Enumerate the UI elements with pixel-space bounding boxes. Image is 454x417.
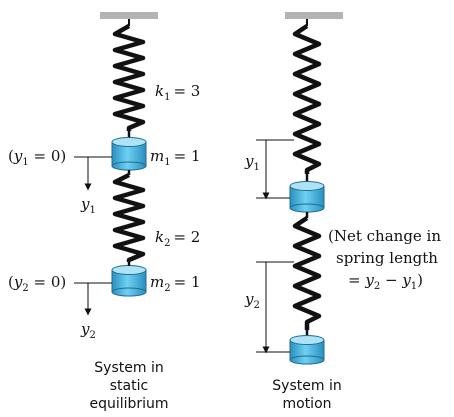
right-mass-2 — [289, 335, 325, 365]
k2-label: k2= 2 — [155, 228, 200, 249]
net-change-line-1: (Net change in — [328, 227, 441, 245]
right-caption-line-1: System in — [272, 378, 341, 394]
right-y1-label: y1 — [244, 152, 260, 173]
left-ceiling — [100, 12, 158, 19]
k1-label: k1= 3 — [155, 82, 200, 103]
m1-label: m1= 1 — [150, 147, 201, 168]
net-change-equation: = y2 − y1) — [348, 271, 423, 292]
right-spring-1 — [292, 24, 322, 174]
left-caption-line-2: static — [110, 378, 148, 394]
net-change-line-2: spring length — [336, 249, 438, 267]
left-mass-1 — [111, 137, 147, 171]
right-y2-label: y2 — [244, 290, 260, 311]
right-spring-2 — [292, 216, 322, 330]
right-ceiling — [285, 12, 343, 19]
right-mass-1 — [289, 181, 325, 213]
m2-label: m2= 1 — [150, 273, 201, 294]
right-caption-line-2: motion — [282, 396, 331, 412]
left-caption-line-1: System in — [94, 360, 163, 376]
y2-direction-label: y2 — [80, 320, 96, 341]
y1-equilibrium-label: (y1 = 0) — [8, 147, 66, 168]
y2-equilibrium-label: (y2 = 0) — [8, 273, 66, 294]
left-spring-1 — [112, 24, 146, 131]
left-mass-2 — [111, 265, 147, 297]
y1-direction-label: y1 — [80, 195, 96, 216]
left-spring-2 — [112, 172, 146, 263]
left-caption-line-3: equilibrium — [89, 396, 168, 412]
